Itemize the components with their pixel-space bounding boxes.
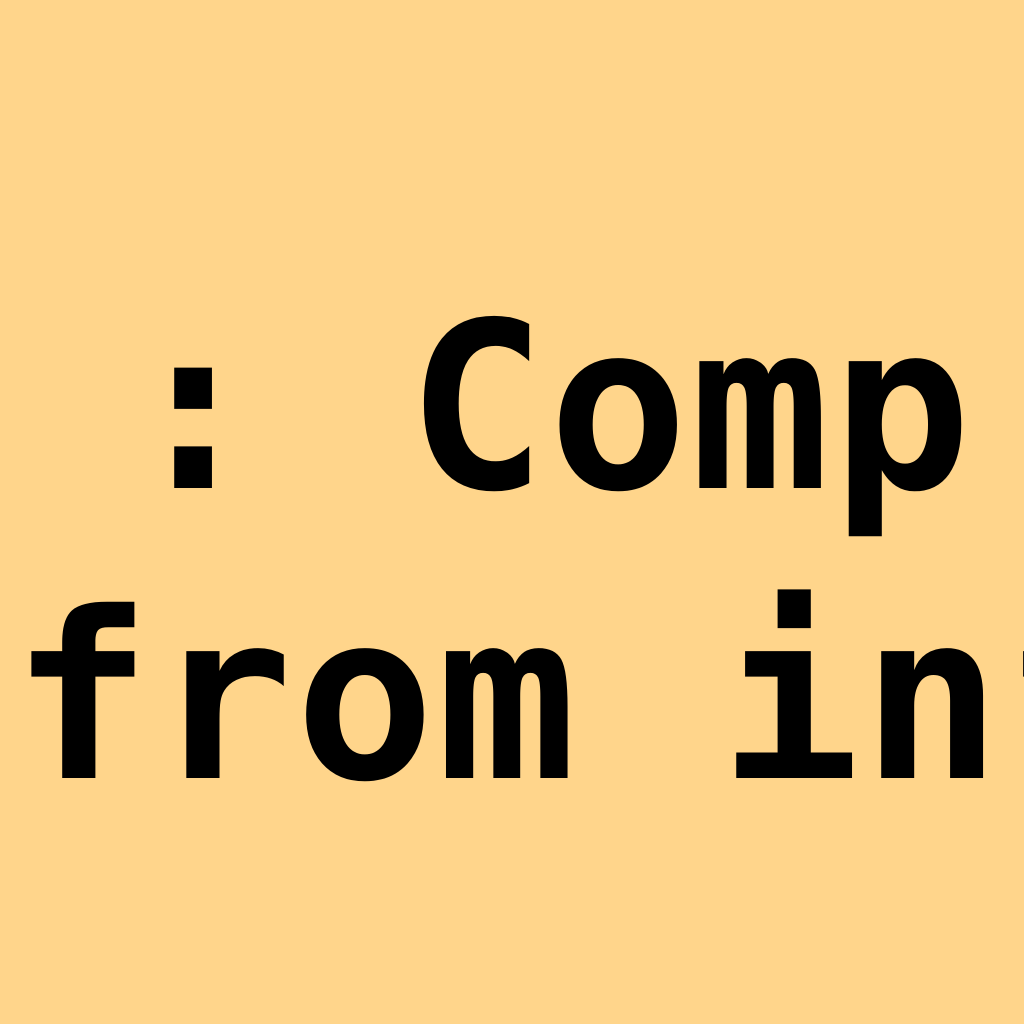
tooltip-text-line-1: S : Comp <box>123 273 974 543</box>
tooltip-text-line-2: from inf <box>11 563 1024 833</box>
